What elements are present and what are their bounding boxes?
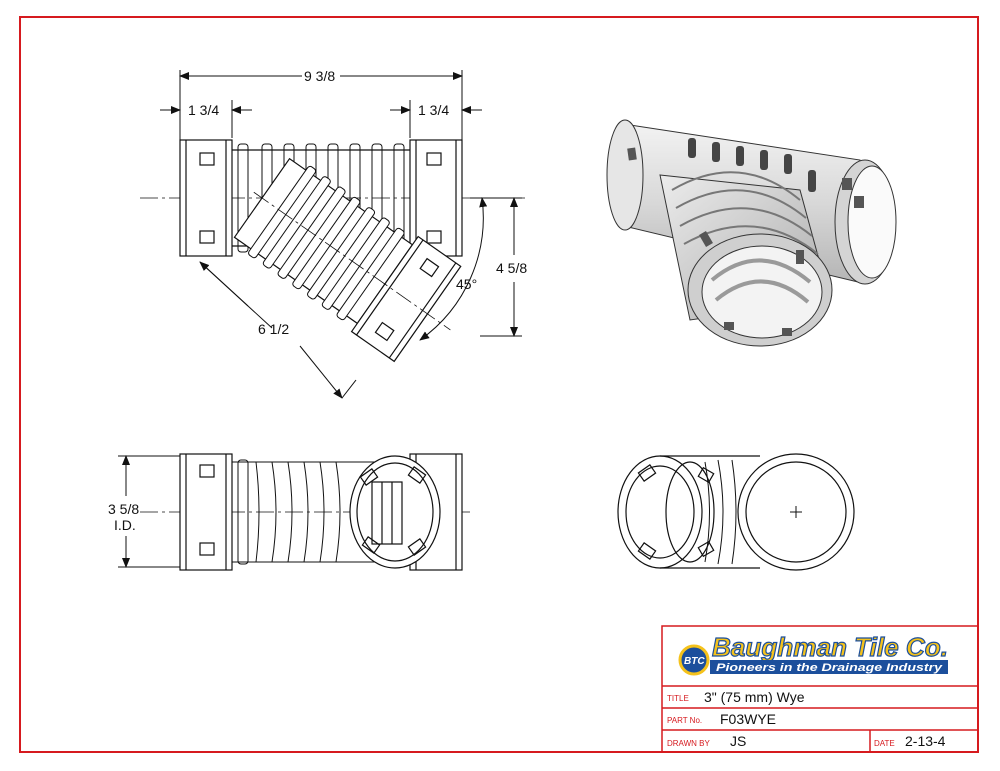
sheet-border (19, 16, 979, 753)
part-value: F03WYE (720, 711, 776, 727)
isometric-view (606, 119, 897, 347)
logo-badge (678, 644, 710, 676)
drawn-by-value: JS (730, 733, 746, 749)
logo-company-name: Baughman Tile Co. (712, 632, 948, 662)
side-view (118, 453, 470, 571)
dim-angle: 45° (456, 276, 477, 292)
dim-inner-diameter: 3 5/8 (108, 501, 139, 517)
end-view (617, 453, 855, 571)
logo-tagline: Pioneers in the Drainage Industry (716, 662, 943, 674)
part-label: PART No. (667, 716, 702, 725)
company-logo: BTC Baughman Tile Co. Pioneers in the Dr… (678, 631, 949, 676)
date-label: DATE (874, 739, 895, 748)
title-label: TITLE (667, 694, 689, 703)
dim-right-hub: 1 3/4 (418, 102, 449, 118)
top-dimensions (160, 70, 522, 399)
logo-badge-text: BTC (684, 656, 705, 667)
date-value: 2-13-4 (905, 733, 946, 749)
title-block-frame (661, 625, 979, 753)
top-view (140, 139, 525, 363)
dim-overall-length: 9 3/8 (304, 68, 335, 84)
dim-branch-height: 4 5/8 (496, 260, 527, 276)
dim-inner-diameter-label: I.D. (114, 517, 136, 533)
drawn-by-label: DRAWN BY (667, 739, 710, 748)
dim-branch-length: 6 1/2 (258, 321, 289, 337)
title-value: 3" (75 mm) Wye (704, 689, 805, 705)
dim-left-hub: 1 3/4 (188, 102, 219, 118)
